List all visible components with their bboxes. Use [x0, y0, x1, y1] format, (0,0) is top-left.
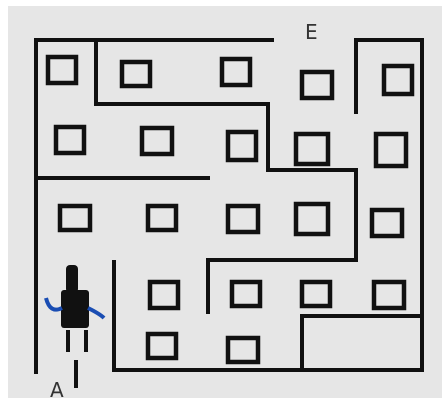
exit-marker: E — [305, 22, 318, 42]
robot-head — [66, 265, 78, 293]
maze-background — [8, 6, 442, 398]
start-marker: A — [50, 380, 64, 400]
robot-body — [61, 290, 89, 328]
